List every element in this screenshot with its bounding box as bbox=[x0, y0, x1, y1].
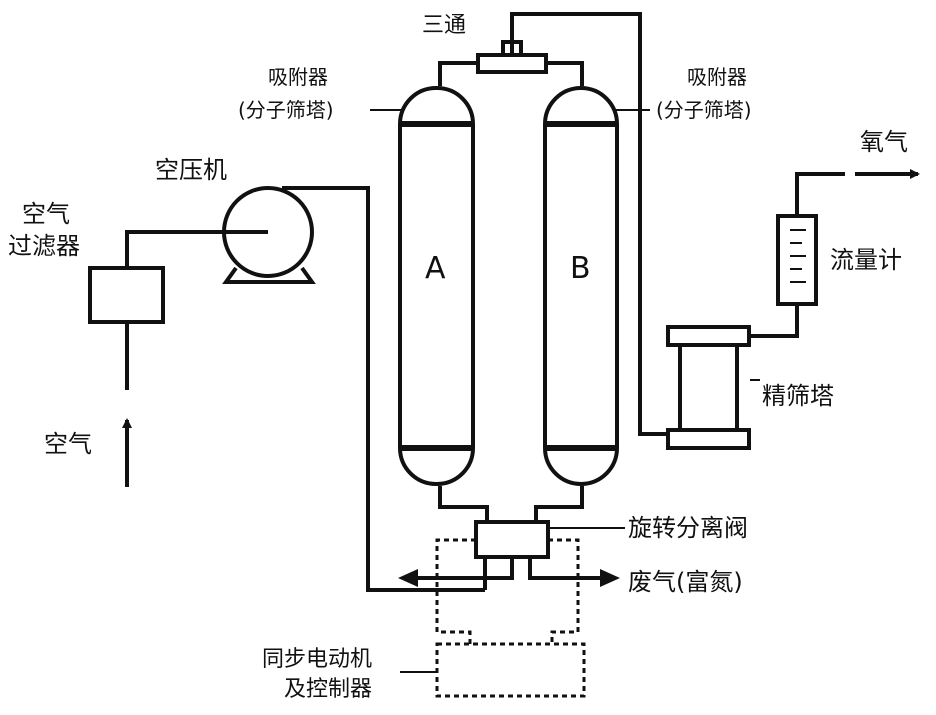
label-tower-a: A bbox=[425, 251, 446, 286]
rotary-valve-body bbox=[474, 520, 550, 559]
label-adsorber-right-line2: (分子筛塔) bbox=[656, 98, 752, 122]
label-adsorber-left-line2: (分子筛塔) bbox=[238, 98, 334, 122]
tower-b-bottom-pipe bbox=[534, 486, 584, 522]
valve-exhaust-left bbox=[410, 557, 514, 580]
label-flowmeter: 流量计 bbox=[830, 246, 902, 274]
exhaust-left-arrowhead bbox=[398, 569, 418, 587]
tower-a bbox=[398, 86, 475, 486]
motor-controller-box bbox=[435, 642, 586, 698]
valve-exhaust-right bbox=[528, 557, 608, 580]
flowmeter-outlet-pipe bbox=[795, 172, 845, 216]
label-oxygen: 氧气 bbox=[860, 128, 908, 156]
label-motor-line1: 同步电动机 bbox=[262, 647, 372, 672]
label-adsorber-left-line1: 吸附器 bbox=[268, 65, 328, 89]
label-compressor: 空压机 bbox=[155, 156, 227, 184]
compressor-base bbox=[222, 266, 316, 284]
label-tower-b: B bbox=[570, 251, 591, 286]
tee-fitting bbox=[476, 53, 548, 74]
tower-b bbox=[543, 86, 619, 486]
filter-to-compressor-pipe bbox=[125, 230, 268, 268]
label-adsorber-right-line1: 吸附器 bbox=[687, 65, 747, 89]
label-fine-sieve: 精筛塔 bbox=[762, 382, 834, 410]
motor-link-dashed-right bbox=[548, 538, 580, 644]
fine-sieve-bottom-flange bbox=[666, 428, 751, 450]
label-air-filter-line1: 空气 bbox=[22, 200, 70, 228]
exhaust-right-arrowhead bbox=[600, 569, 620, 587]
label-exhaust: 废气(富氮) bbox=[628, 568, 743, 596]
label-air-in: 空气 bbox=[44, 430, 92, 458]
label-tee: 三通 bbox=[422, 13, 466, 38]
motor-link-dashed bbox=[435, 538, 476, 644]
label-air-filter-line2: 过滤器 bbox=[8, 232, 80, 260]
label-motor-line2: 及控制器 bbox=[284, 677, 372, 702]
tee-outlet-pipe bbox=[510, 12, 667, 436]
label-rotary-valve: 旋转分离阀 bbox=[628, 514, 748, 542]
sieve-to-flowmeter-pipe bbox=[749, 304, 799, 338]
compressor-outlet-pipe bbox=[282, 186, 485, 592]
tower-a-top-pipe bbox=[438, 61, 478, 86]
compressor-body bbox=[222, 186, 314, 278]
tower-a-bottom-pipe bbox=[438, 486, 489, 522]
fine-sieve-top-flange bbox=[666, 325, 751, 347]
air-filter-box bbox=[88, 266, 165, 324]
tower-b-top-pipe bbox=[546, 61, 584, 86]
